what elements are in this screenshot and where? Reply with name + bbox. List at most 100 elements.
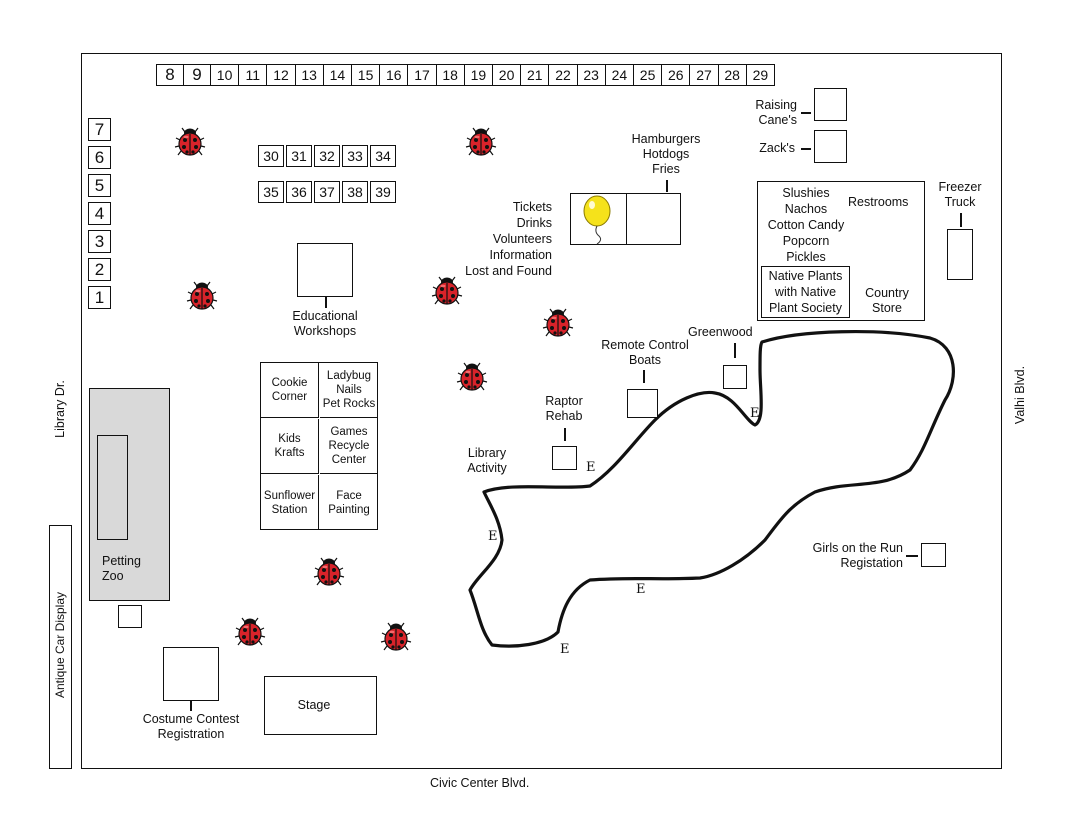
booth-36: 36 [286,181,312,203]
booth-23: 23 [576,64,606,86]
booth-19: 19 [463,64,493,86]
country-store-label: Country Store [865,286,909,315]
ladybug-nails-cell: Ladybug Nails Pet Rocks [320,363,378,418]
kids-krafts-cell: Kids Krafts [261,419,319,474]
restrooms-label: Restrooms [848,195,909,209]
street-civic-center-blvd: Civic Center Blvd. [430,776,530,790]
remote-boats-label: Remote Control Boats [601,338,689,367]
booth-38: 38 [342,181,368,203]
booth-29: 29 [745,64,775,86]
petting-zoo-label: Petting Zoo [102,554,141,583]
lake-entrance-1: E [750,406,760,421]
booth-39: 39 [370,181,396,203]
remote-boats-booth [627,389,658,418]
booth-6: 6 [88,146,111,169]
booth-18: 18 [435,64,465,86]
tickets-label: Tickets Drinks Volunteers Information Lo… [465,200,552,278]
booth-25: 25 [633,64,663,86]
map-boundary [81,53,1002,769]
booth-1: 1 [88,286,111,309]
stage [264,676,377,735]
face-painting-cell: Face Painting [328,489,370,516]
educational-workshops-label: Educational Workshops [292,309,358,338]
lake-entrance-4: E [636,582,646,597]
booth-4: 4 [88,202,111,225]
greenwood-booth [723,365,747,389]
costume-contest-label: Costume Contest Registration [142,712,240,741]
raptor-tick [564,428,566,441]
lake-entrance-5: E [560,642,570,657]
raptor-rehab-label: Raptor Rehab [545,394,583,423]
raptor-rehab-booth [552,446,577,470]
hamburgers-tick [666,180,668,192]
booth-24: 24 [604,64,634,86]
greenwood-label: Greenwood [688,325,753,339]
cookie-corner-cell: Cookie Corner [261,363,319,418]
booth-30: 30 [258,145,284,167]
booth-11: 11 [238,64,268,86]
slushies-label: Slushies Nachos Cotton Candy Popcorn Pic… [767,186,845,264]
zacks-tick [801,148,811,150]
booth-20: 20 [492,64,522,86]
ladybug-icon [456,362,488,391]
girls-run-tick [906,555,918,557]
library-activity-label: Library Activity [467,446,507,475]
booth-7: 7 [88,118,111,141]
lake-entrance-3: E [488,529,498,544]
booth-37: 37 [314,181,340,203]
booth-34: 34 [370,145,396,167]
raising-canes-tick [801,112,811,114]
lake-shape [468,329,955,648]
booth-2: 2 [88,258,111,281]
booth-5: 5 [88,174,111,197]
petting-zoo-inner-pen [97,435,128,540]
costume-tick [190,701,192,711]
educational-tick [325,297,327,308]
booth-33: 33 [342,145,368,167]
raising-canes-booth [814,88,847,121]
ladybug-icon [186,281,218,310]
freezer-truck-tick [960,213,962,227]
freezer-truck-booth [947,229,973,280]
girls-on-the-run-booth [921,543,946,567]
ladybug-icon [465,127,497,156]
ladybug-icon [234,617,266,646]
lake-entrance-2: E [586,460,596,475]
greenwood-tick [734,343,736,358]
booth-32: 32 [314,145,340,167]
ladybug-icon [174,127,206,156]
booth-10: 10 [210,64,240,86]
booth-26: 26 [661,64,691,86]
booth-12: 12 [266,64,296,86]
zacks-booth [814,130,847,163]
girls-on-the-run-label: Girls on the Run Registation [812,541,903,570]
hamburgers-booth [626,193,681,245]
games-recycle-cell: Games Recycle Center [320,419,378,474]
sunflower-station-cell: Sunflower Station [261,475,319,530]
petting-zoo-booth [118,605,142,628]
activity-grid [260,362,378,530]
educational-workshops-booth [297,243,353,297]
antique-car-display-area [49,525,72,769]
booth-35: 35 [258,181,284,203]
balloon-string [595,225,602,245]
booth-28: 28 [717,64,747,86]
stage-label: Stage [297,698,331,712]
zacks-label: Zack's [759,141,795,155]
remote-boats-tick [643,370,645,383]
booth-3: 3 [88,230,111,253]
ladybug-icon [542,308,574,337]
booth-21: 21 [520,64,550,86]
freezer-truck-label: Freezer Truck [938,180,982,209]
booth-13: 13 [294,64,324,86]
costume-contest-booth [163,647,219,701]
ladybug-icon [380,622,412,651]
balloon-icon [583,195,611,245]
native-plants-booth [761,266,850,318]
booth-27: 27 [689,64,719,86]
hamburgers-label: Hamburgers Hotdogs Fries [631,132,701,176]
ladybug-icon [313,557,345,586]
ladybug-icon [431,276,463,305]
booth-31: 31 [286,145,312,167]
